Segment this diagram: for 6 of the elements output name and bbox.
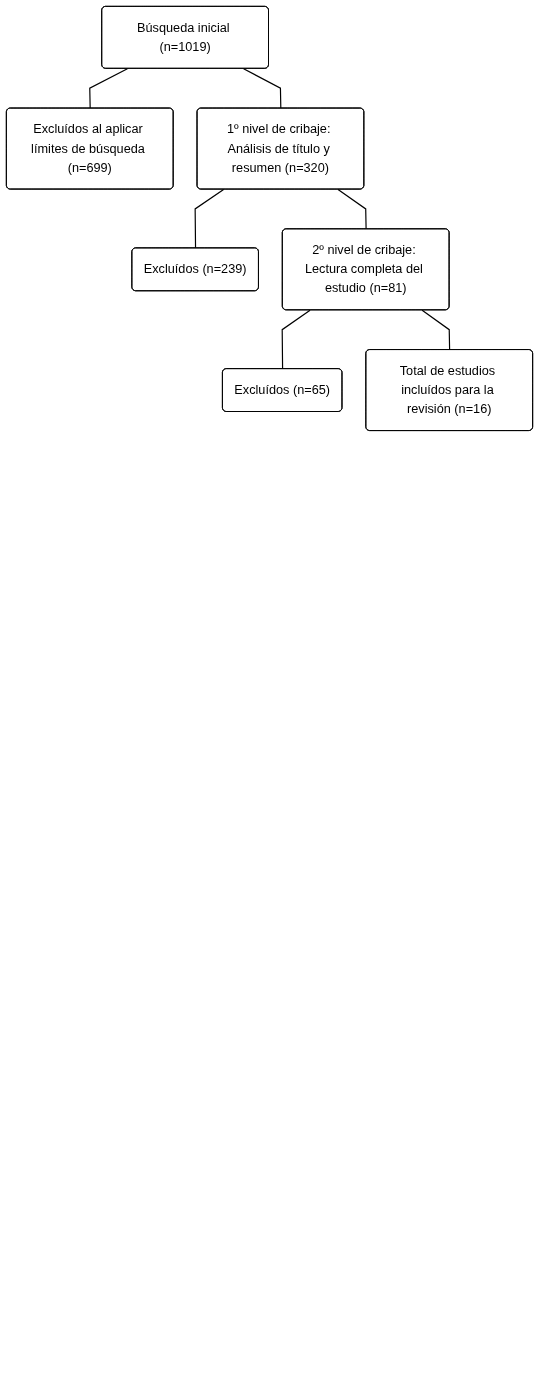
connector [243,68,282,110]
connector [89,68,128,110]
connector [421,309,451,351]
connector [194,188,225,249]
connector [281,309,311,370]
connector [337,188,367,230]
